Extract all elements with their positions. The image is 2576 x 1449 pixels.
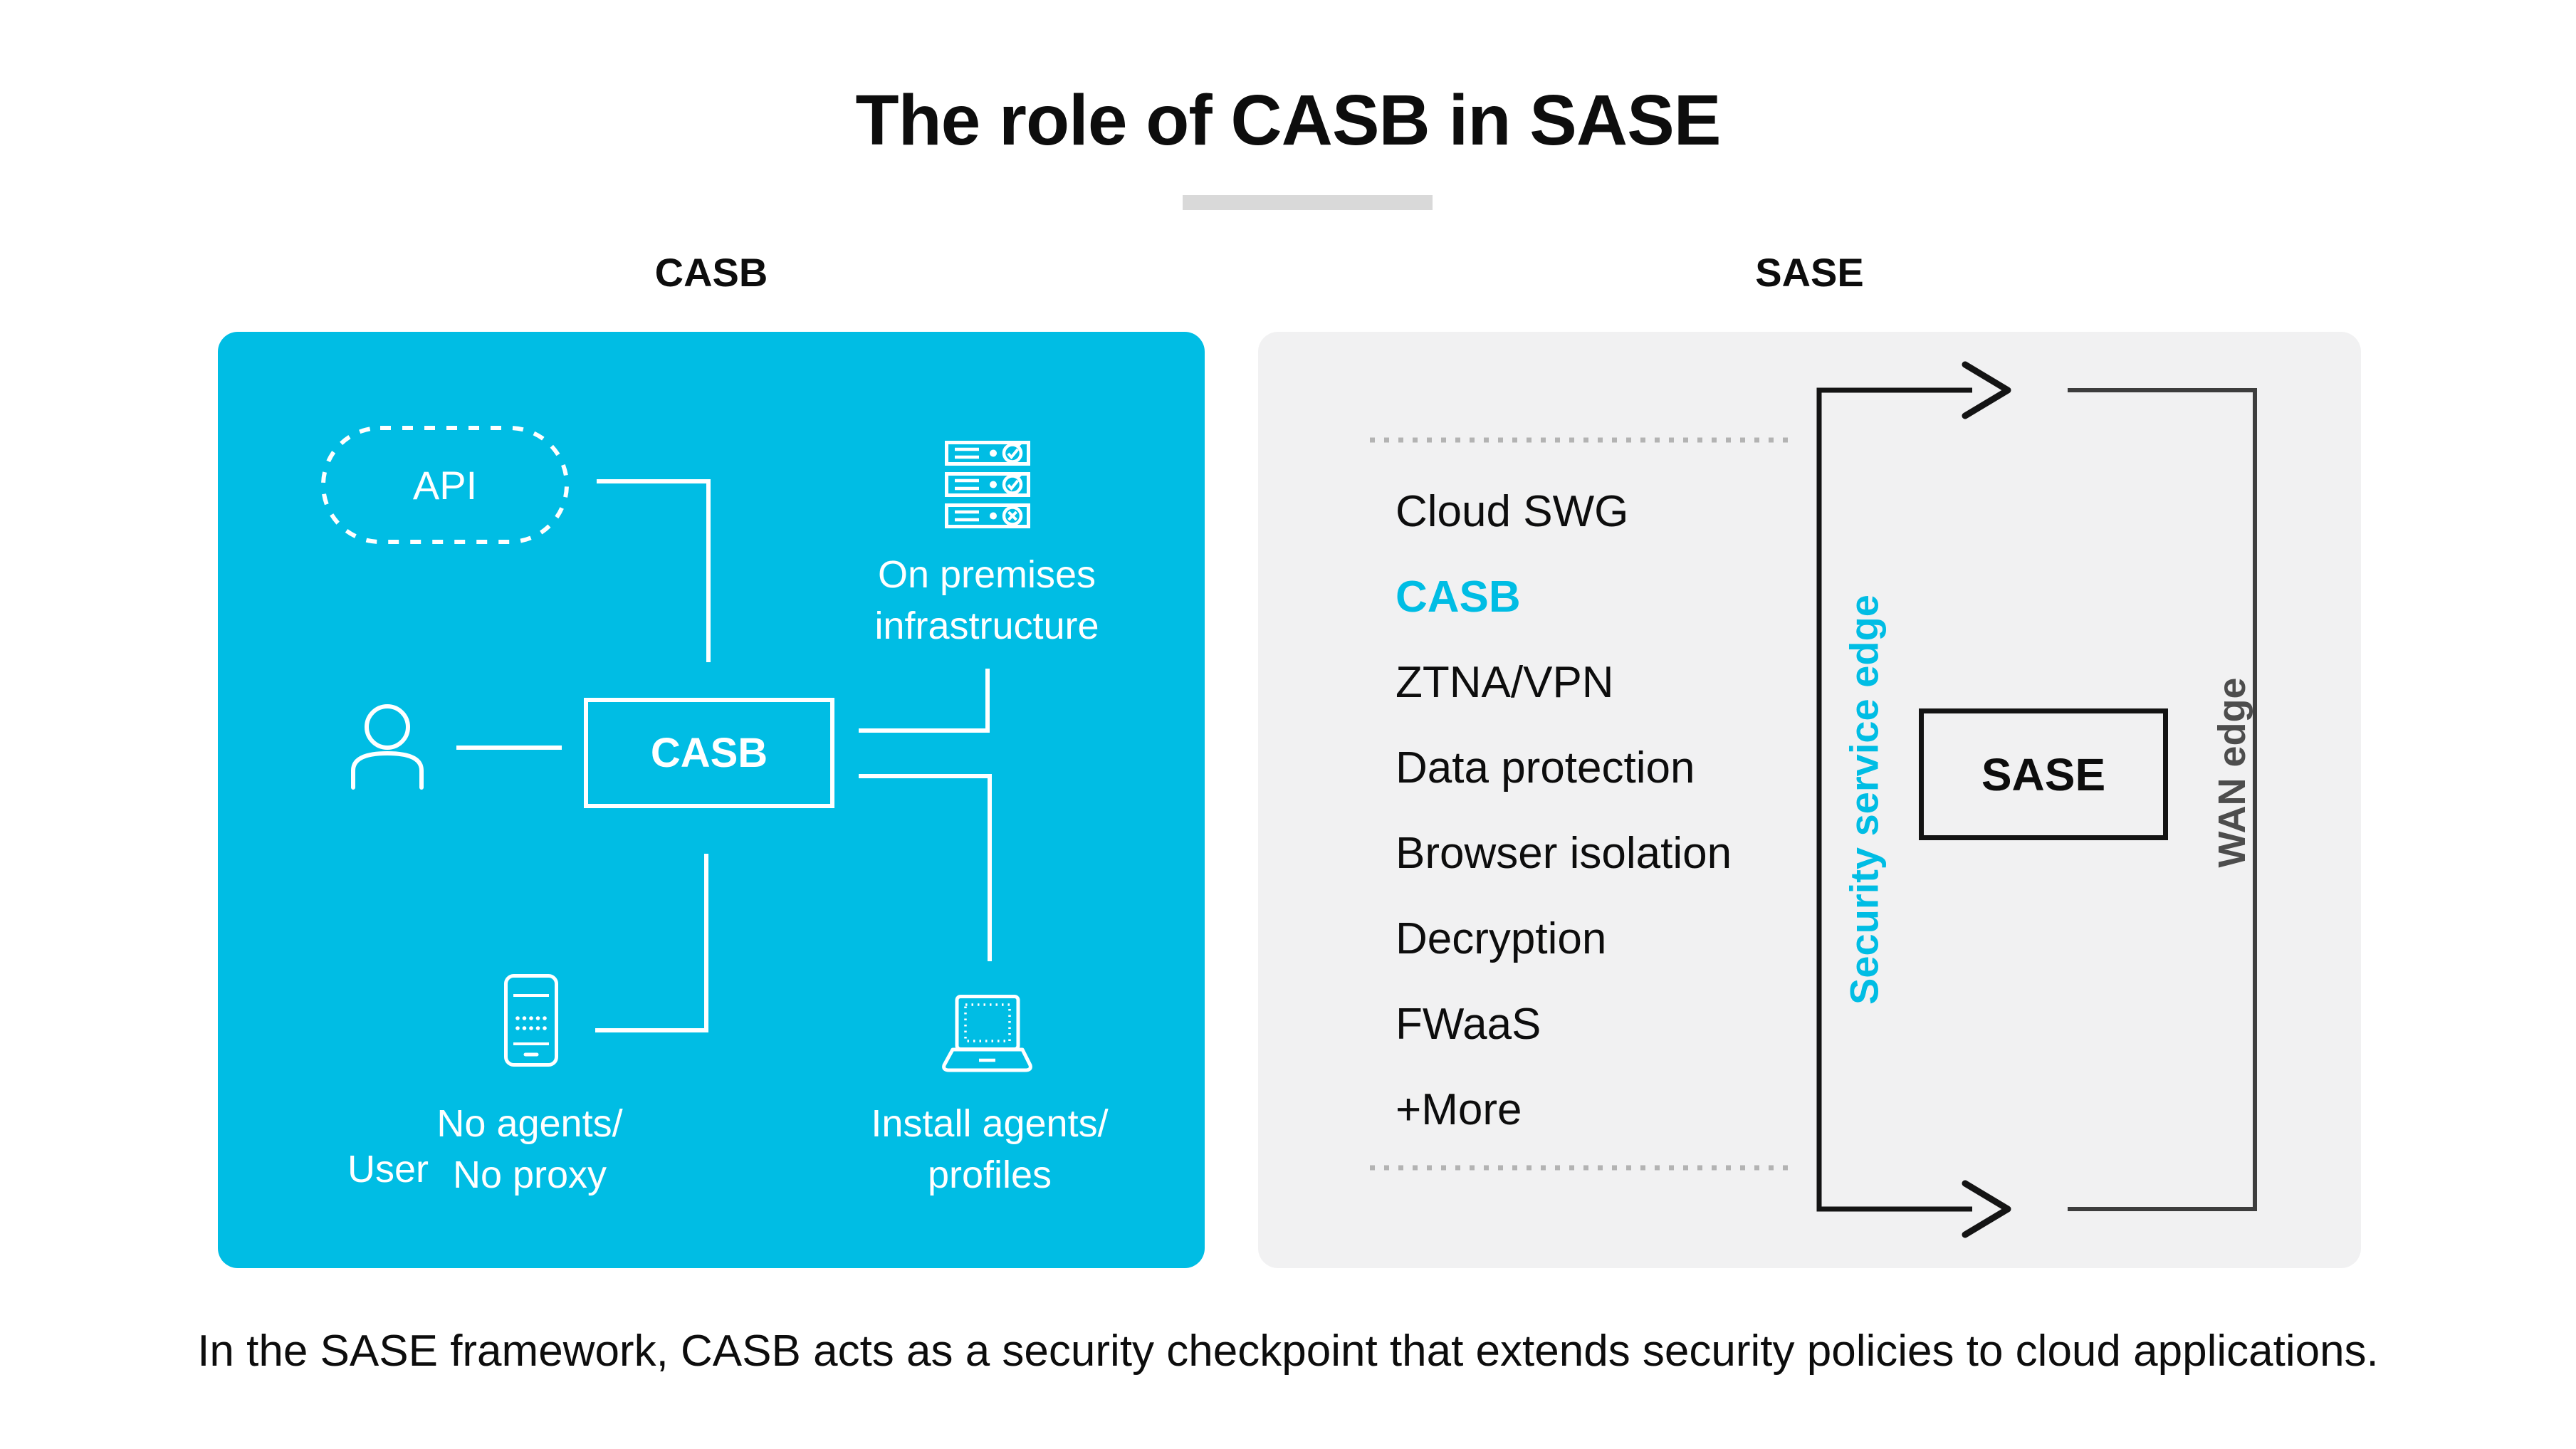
on-premises-line2: infrastructure [874, 605, 1099, 647]
casb-box: CASB [584, 698, 834, 808]
service-item: Decryption [1396, 914, 1607, 963]
page-title: The role of CASB in SASE [855, 80, 1721, 160]
no-agents-line1: No agents/ [436, 1102, 623, 1145]
wan-edge-label: WAN edge [2211, 677, 2253, 868]
install-line1: Install agents/ [871, 1102, 1109, 1145]
casb-panel-heading: CASB [654, 250, 768, 295]
service-item: ZTNA/VPN [1396, 657, 1614, 707]
casb-panel: API CASB User [218, 332, 1205, 1268]
install-agents-label: Install agents/ profiles [776, 1098, 1203, 1200]
caption: In the SASE framework, CASB acts as a se… [197, 1327, 2379, 1376]
service-item: +More [1396, 1084, 1522, 1134]
sase-panel-heading: SASE [1755, 250, 1864, 295]
install-line2: profiles [927, 1154, 1052, 1196]
security-service-edge-label: Security service edge [1841, 595, 1887, 1005]
no-agents-line2: No proxy [452, 1154, 607, 1196]
api-label: API [412, 462, 478, 508]
sase-box: SASE [1919, 708, 2168, 840]
service-item: FWaaS [1396, 999, 1541, 1049]
on-premises-line1: On premises [877, 553, 1096, 596]
on-premises-label: On premises infrastructure [773, 549, 1200, 652]
user-icon [351, 704, 424, 790]
service-item: Cloud SWG [1396, 486, 1629, 536]
service-item: Browser isolation [1396, 828, 1732, 878]
no-agents-label: No agents/ No proxy [316, 1098, 743, 1200]
title-underline-bar [1183, 195, 1433, 210]
user-label: User [347, 1148, 429, 1191]
laptop-icon [942, 995, 1032, 1072]
service-item: Data protection [1396, 743, 1695, 792]
on-premises-server-icon [945, 441, 1030, 528]
service-item: CASB [1396, 572, 1521, 622]
phone-icon [504, 974, 558, 1067]
